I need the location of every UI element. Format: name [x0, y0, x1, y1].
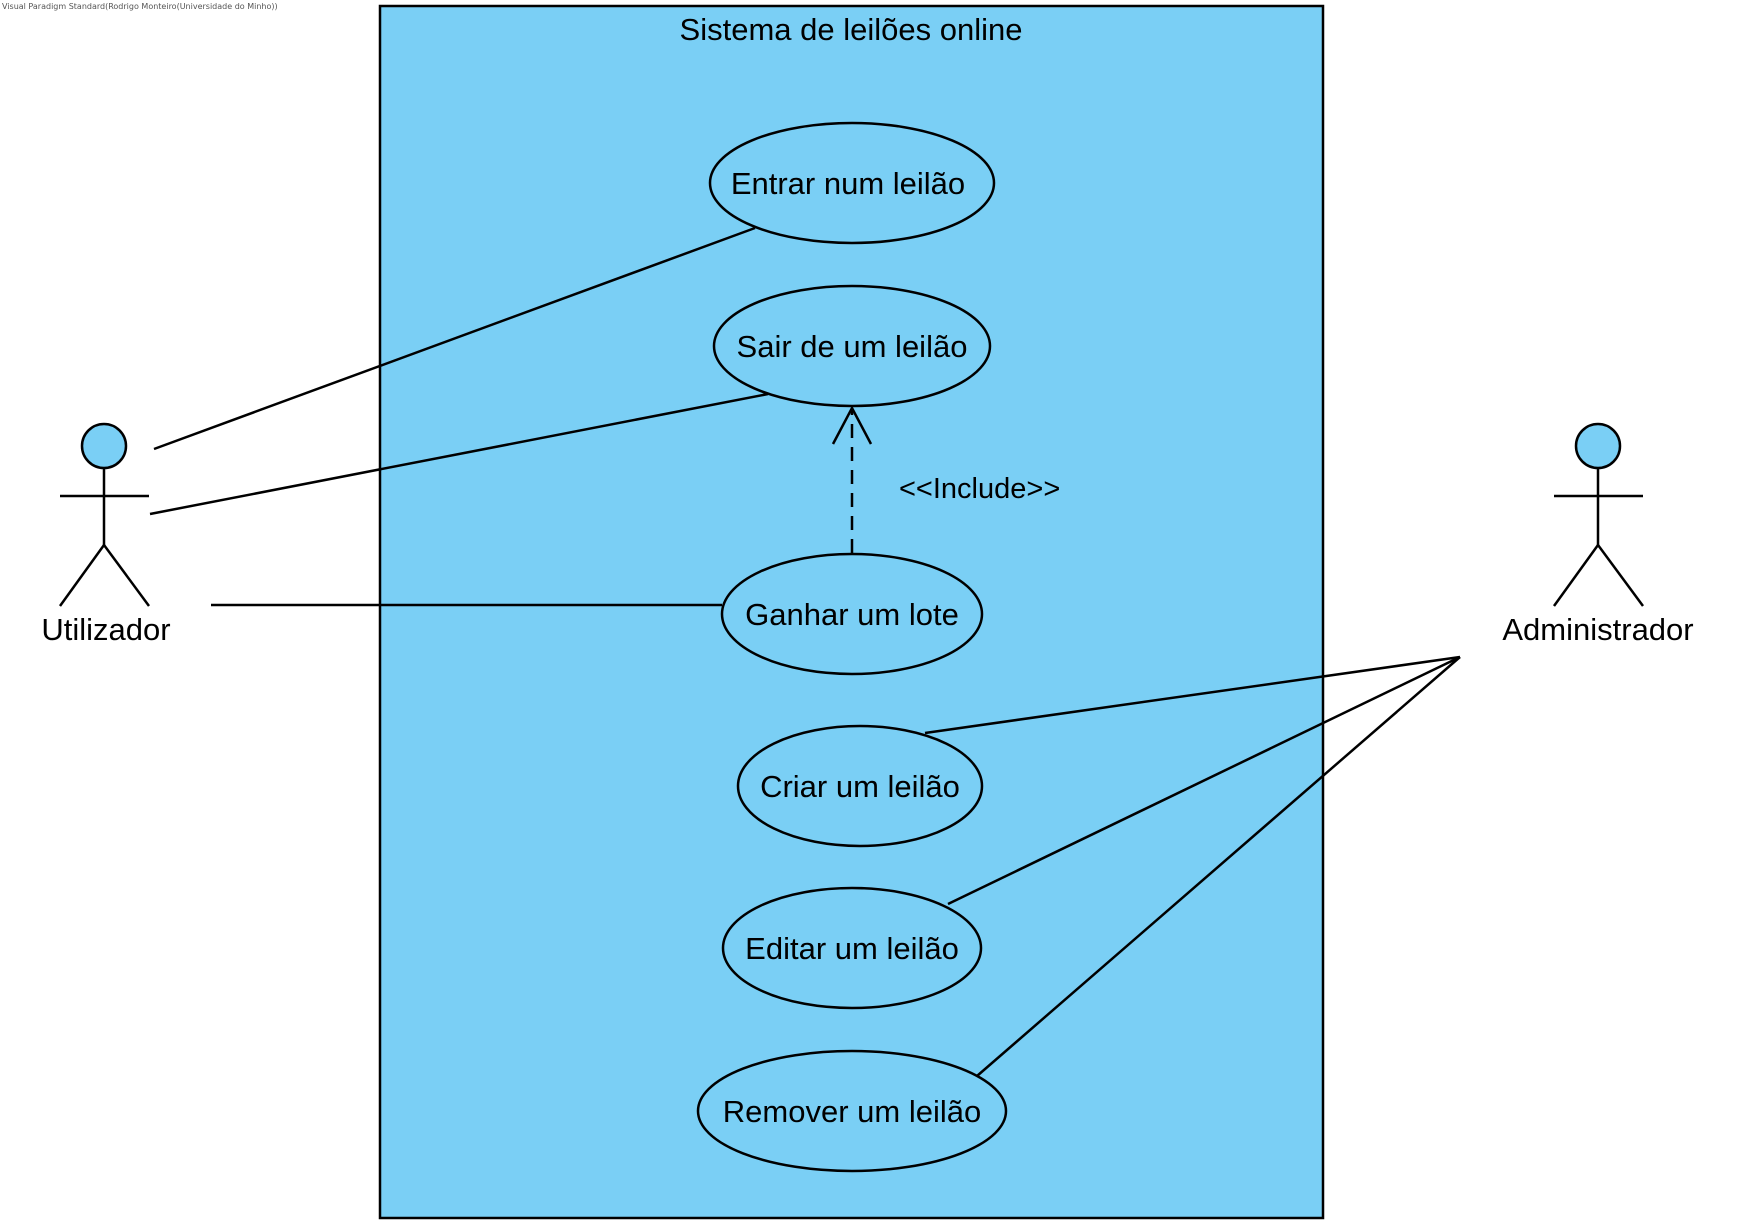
association-utilizador-entrar: [153, 226, 756, 451]
use-case-editar: Editar um leilão: [721, 886, 983, 1010]
use-case-ganhar: Ganhar um lote: [720, 552, 984, 676]
actor-utilizador: Utilizador: [41, 422, 171, 647]
use-case-entrar: Entrar num leilão: [708, 121, 996, 245]
use-case-label: Editar um leilão: [745, 931, 959, 966]
actor-figure: [1552, 422, 1645, 607]
system-title: Sistema de leilões online: [680, 12, 1023, 47]
association-utilizador-sair: [149, 392, 769, 516]
actor-figure: [58, 422, 151, 607]
use-case-remover: Remover um leilão: [696, 1049, 1008, 1173]
association-administrador-editar: [947, 655, 1461, 906]
association-administrador-criar: [924, 655, 1461, 735]
association-administrador-remover: [976, 656, 1461, 1077]
use-case-label: Remover um leilão: [723, 1094, 981, 1129]
use-case-label: Ganhar um lote: [745, 597, 959, 632]
use-case-label: Criar um leilão: [760, 769, 960, 804]
use-case-criar: Criar um leilão: [736, 724, 984, 848]
actor-label: Utilizador: [41, 612, 170, 647]
include-label: <<Include>>: [899, 473, 1060, 505]
actor-administrador: Administrador: [1502, 422, 1694, 647]
watermark: Visual Paradigm Standard(Rodrigo Monteir…: [2, 2, 278, 11]
use-case-sair: Sair de um leilão: [712, 284, 992, 408]
use-case-label: Sair de um leilão: [737, 329, 968, 364]
actor-label: Administrador: [1502, 612, 1693, 647]
use-case-label: Entrar num leilão: [731, 166, 965, 201]
include-arrowhead: [831, 405, 873, 445]
